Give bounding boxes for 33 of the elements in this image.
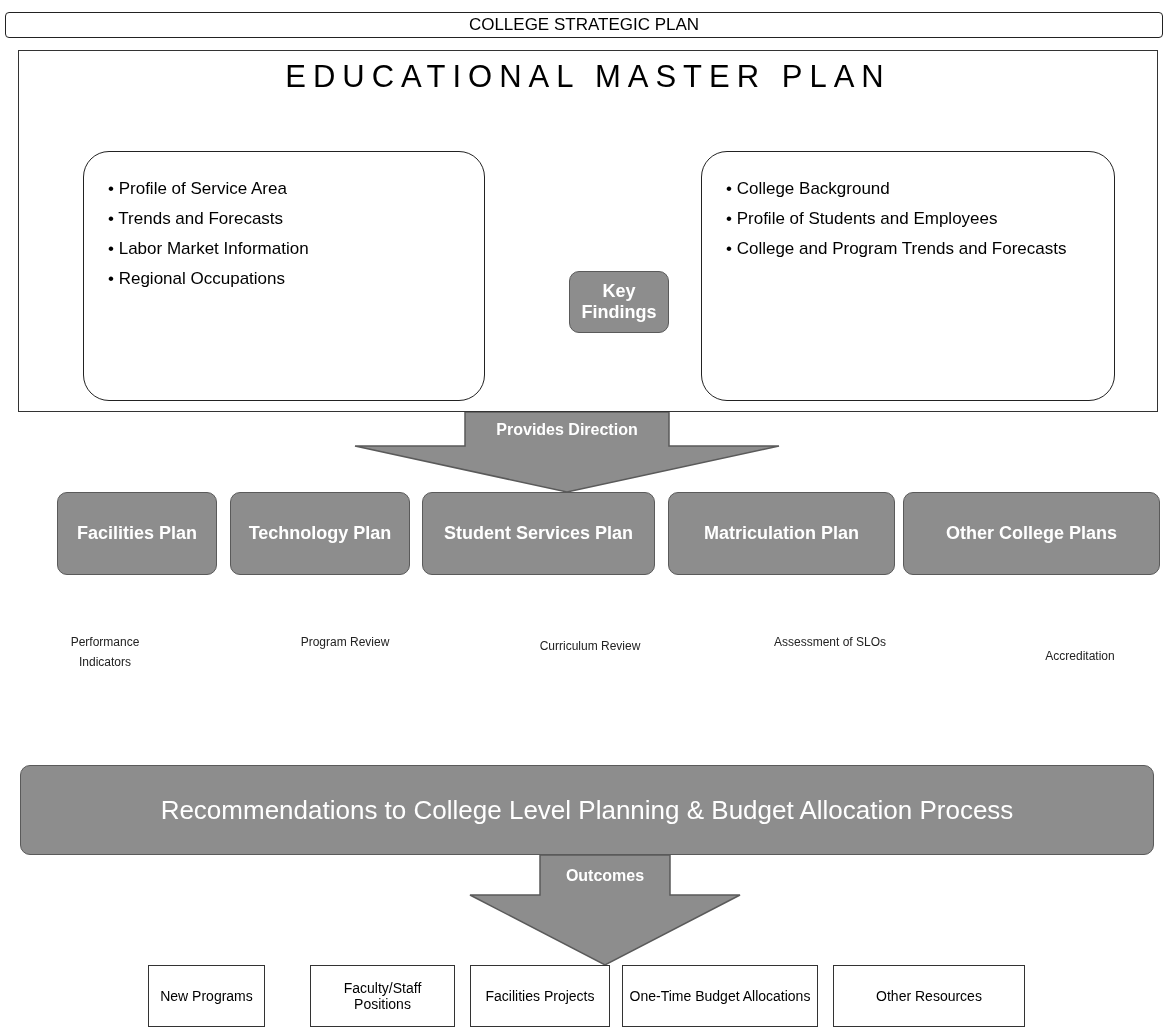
stage-label: Performance Indicators [69,634,141,671]
plan-box: Student Services Plan [422,492,655,575]
outcome-box: Faculty/Staff Positions [310,965,455,1027]
bullet-text: • Trends and Forecasts [108,208,285,230]
plan-box: Other College Plans [903,492,1160,575]
block-arrow [469,854,741,966]
title-banner: COLLEGE STRATEGIC PLAN [5,12,1163,38]
stage-label: Curriculum Review [538,638,642,655]
bullet-text: • Labor Market Information [108,238,310,260]
edge-label: Provides Direction [496,421,638,439]
block-arrow [354,411,780,493]
bullet-text: • Profile of Service Area [108,178,288,200]
heading: EDUCATIONAL MASTER PLAN [284,59,892,95]
content-box [83,151,485,401]
outcome-box: Other Resources [833,965,1025,1027]
plan-frame [18,50,1158,412]
outcome-box: One-Time Budget Allocations [622,965,818,1027]
outcome-box: New Programs [148,965,265,1027]
stage-label: Accreditation [1044,648,1116,665]
stage-label: Assessment of SLOs [772,634,887,651]
bullet-text: • College Background [726,178,891,200]
plan-box: Matriculation Plan [668,492,895,575]
plan-box: Recommendations to College Level Planning & Budget Allocation Process [20,765,1154,855]
plan-box: Technology Plan [230,492,410,575]
stage-label: Program Review [299,634,391,651]
edge-label: Outcomes [565,867,645,885]
bullet-text: • Regional Occupations [108,268,286,290]
content-box [701,151,1115,401]
bullet-text: • Profile of Students and Employees [726,208,999,230]
bullet-text: • College and Program Trends and Forecasts [726,238,1068,260]
plan-box: Facilities Plan [57,492,217,575]
outcome-box: Facilities Projects [470,965,610,1027]
plan-box: Key Findings [569,271,669,333]
